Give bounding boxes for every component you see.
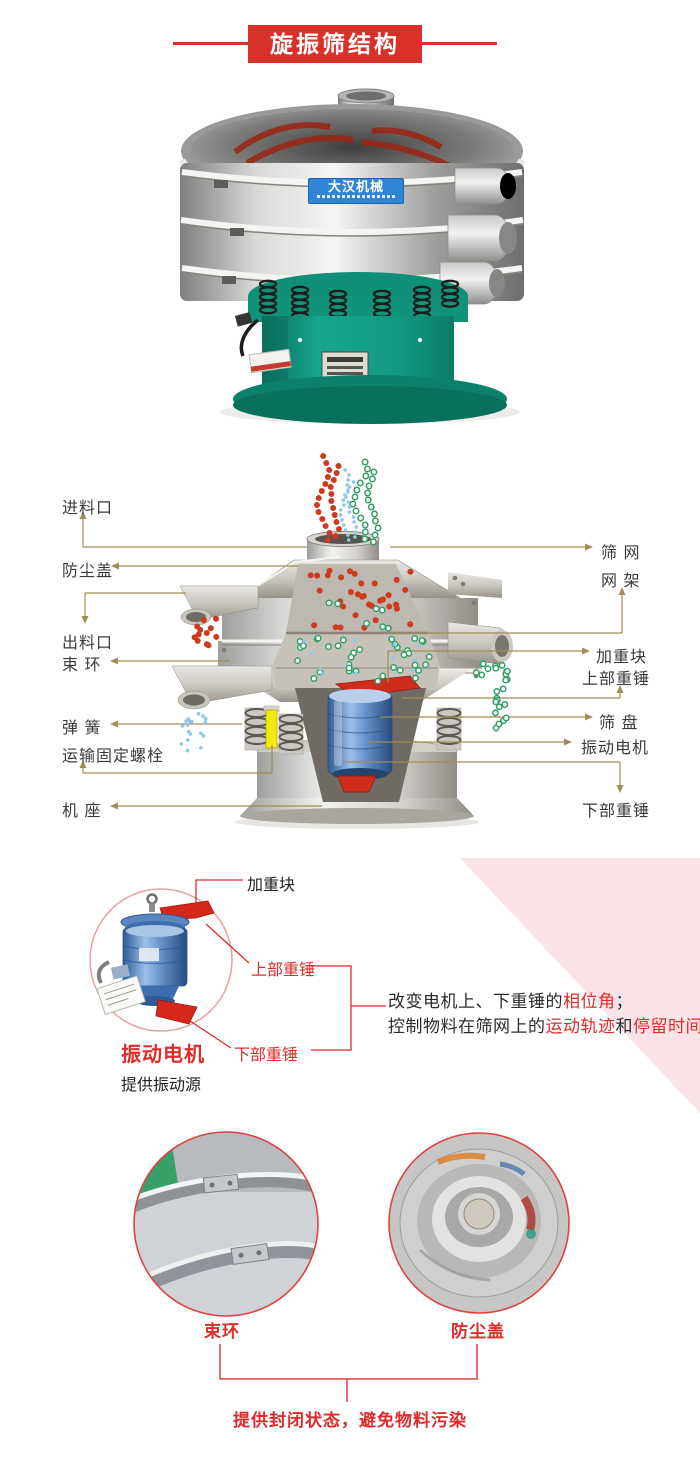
label-weight-block: 加重块: [596, 649, 648, 666]
diagram-transport-bolt: [263, 705, 280, 749]
pink-triangle-decoration: [460, 858, 700, 1113]
motor-section-art: [89, 858, 700, 1113]
photo-red-coils: [233, 122, 454, 170]
bottom-caption: 提供封闭状态，避免物料污染: [233, 1411, 467, 1430]
motor-label-vibration-motor: 振动电机: [121, 1044, 205, 1066]
diagram-vibration-motor: [327, 675, 421, 793]
particle-streams: [179, 453, 511, 753]
label-mesh-frame: 网 架: [601, 573, 641, 590]
diagram-arrowheads: [79, 511, 626, 810]
label-transport-bolt: 运输固定螺栓: [62, 748, 165, 765]
diagram-springs: [244, 707, 462, 755]
bottom-bracket: [219, 1344, 478, 1402]
label-clamp-ring: 束 环: [62, 657, 102, 674]
motor-highlight-circle: [89, 888, 233, 1032]
label-feed-inlet: 进料口: [62, 500, 114, 517]
page-title: 旋振筛结构: [248, 25, 422, 63]
banner-line-right: [422, 42, 497, 45]
bottom-photos-art: [133, 1131, 570, 1402]
label-upper-hammer: 上部重锤: [582, 671, 651, 688]
photo-sticker: [248, 348, 292, 374]
label-screen-mesh: 筛 网: [601, 545, 641, 562]
motor-label-weight-block: 加重块: [247, 877, 296, 894]
brand-badge: 大汉机械: [308, 178, 404, 204]
label-lower-hammer: 下部重锤: [582, 803, 651, 820]
desc-line-2: 控制物料在筛网上的运动轨迹和停留时间: [388, 1017, 700, 1036]
diagram-connectors: [82, 518, 623, 807]
photo-base: [233, 272, 507, 424]
motor-illustration: [96, 893, 215, 1025]
motor-caption: 提供振动源: [121, 1077, 202, 1094]
brand-badge-subtext-strip: [317, 195, 395, 198]
label-spring: 弹 簧: [62, 720, 102, 737]
machine-photo-art: [178, 88, 526, 424]
diagram-lower-hammer: [337, 775, 377, 793]
motor-label-upper-hammer: 上部重锤: [251, 962, 316, 979]
motor-tag: [96, 975, 146, 1016]
label-discharge-outlet: 出料口: [62, 635, 114, 652]
motor-label-lower-hammer: 下部重锤: [234, 1047, 299, 1064]
photo-label-dust-cover: 防尘盖: [451, 1322, 505, 1341]
diagram-feed-inlet: [306, 531, 380, 562]
photo-cable: [239, 318, 260, 357]
motor-connectors: [189, 879, 386, 1051]
label-vibration-motor: 振动电机: [581, 740, 650, 757]
label-machine-base: 机 座: [62, 803, 102, 820]
brand-badge-text: 大汉机械: [327, 179, 384, 194]
diagram-right-spout: [447, 621, 513, 665]
photo-label-clamp-ring: 束环: [204, 1322, 240, 1341]
diagram-left-lower-spout: [171, 665, 273, 710]
label-dust-cover: 防尘盖: [62, 563, 114, 580]
label-sieve-pan: 筛 盘: [599, 715, 639, 732]
diagram-left-upper-spout: [179, 585, 259, 626]
clamp-ring-photo: [134, 1132, 318, 1316]
desc-line-1: 改变电机上、下重锤的相位角；: [388, 992, 633, 1011]
dust-cover-photo: [389, 1133, 569, 1313]
motor-lower-hammer-part: [155, 999, 198, 1025]
banner-line-left: [173, 42, 248, 45]
diagram-upper-chamber: [286, 564, 428, 633]
